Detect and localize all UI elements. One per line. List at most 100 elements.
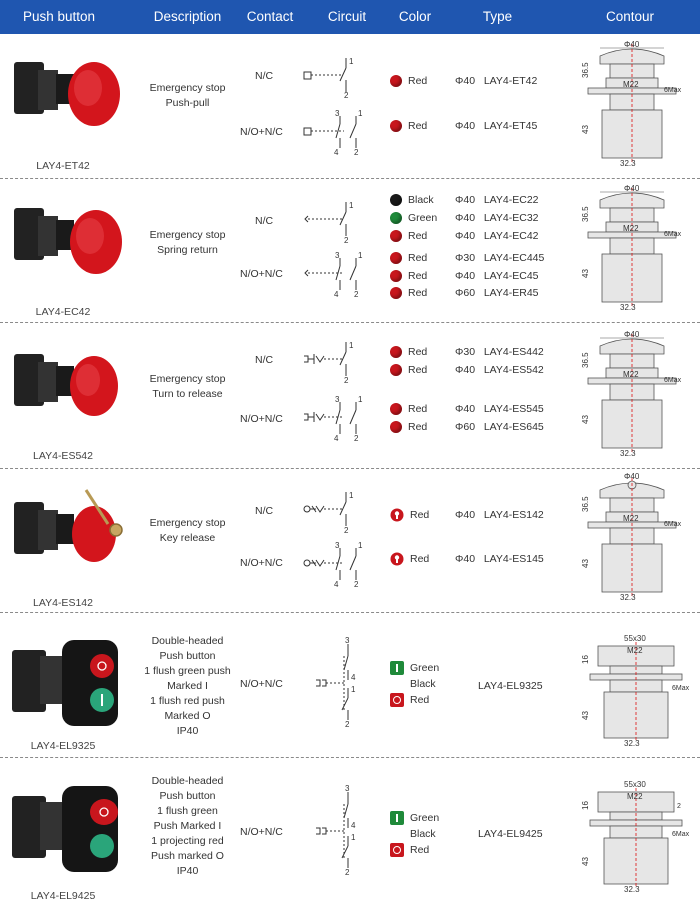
svg-text:Φ40: Φ40 bbox=[624, 40, 640, 49]
svg-text:3: 3 bbox=[345, 784, 350, 793]
svg-text:43: 43 bbox=[581, 125, 590, 134]
red-dot-icon bbox=[390, 230, 402, 243]
color-black: Black bbox=[410, 678, 436, 690]
svg-text:32.3: 32.3 bbox=[620, 303, 636, 312]
svg-text:6Max: 6Max bbox=[664, 87, 682, 94]
red-dot-icon bbox=[390, 421, 402, 434]
svg-text:M22: M22 bbox=[623, 80, 639, 89]
type-code: Φ30 LAY4-ES442 bbox=[455, 346, 544, 358]
type-code: Φ40 LAY4-ET42 bbox=[455, 75, 538, 87]
color-red: Red bbox=[390, 73, 427, 89]
header-push-button: Push button bbox=[22, 9, 96, 24]
svg-text:M22: M22 bbox=[627, 646, 643, 655]
svg-text:55x30: 55x30 bbox=[624, 634, 646, 643]
emergency-stop-photo bbox=[14, 62, 120, 126]
color-red-key: Red bbox=[390, 507, 429, 523]
row-divider bbox=[0, 322, 700, 323]
svg-text:32.3: 32.3 bbox=[624, 739, 640, 748]
svg-text:M22: M22 bbox=[623, 370, 639, 379]
contact-no-nc: N/O+N/C bbox=[240, 413, 283, 425]
header-circuit: Circuit bbox=[327, 9, 367, 24]
red-dot-icon bbox=[390, 287, 402, 300]
type-code: Φ40 LAY4-EC32 bbox=[455, 212, 539, 224]
header-type: Type bbox=[482, 9, 513, 24]
svg-text:2: 2 bbox=[354, 434, 359, 442]
circuit-double-symbol: 3 4 1 2 bbox=[316, 636, 356, 728]
contact-no-nc: N/O+N/C bbox=[240, 826, 283, 838]
double-headed-photo bbox=[12, 786, 118, 872]
circuit-nc-symbol: 1 2 bbox=[304, 201, 354, 244]
type-code: LAY4-EL9325 bbox=[478, 680, 543, 692]
svg-text:2: 2 bbox=[345, 720, 350, 728]
type-code: Φ40 LAY4-ES542 bbox=[455, 364, 544, 376]
emergency-stop-photo bbox=[14, 208, 122, 274]
svg-text:55x30: 55x30 bbox=[624, 780, 646, 789]
svg-text:2: 2 bbox=[677, 803, 681, 810]
row-divider bbox=[0, 612, 700, 613]
key-release-photo bbox=[14, 489, 123, 562]
red-dot-icon bbox=[390, 252, 402, 265]
svg-text:4: 4 bbox=[334, 434, 339, 442]
type-code: Φ40 LAY4-ES145 bbox=[455, 553, 544, 565]
red-dot-icon bbox=[390, 403, 402, 416]
svg-text:M22: M22 bbox=[623, 224, 639, 233]
table-header: Push button Description Contact Circuit … bbox=[0, 0, 700, 34]
color-red: Red bbox=[390, 362, 427, 378]
svg-text:Φ40: Φ40 bbox=[624, 184, 640, 193]
circuit-nc-symbol: 1 2 bbox=[303, 57, 354, 98]
svg-text:36.5: 36.5 bbox=[581, 352, 590, 368]
type-code: Φ60 LAY4-ER45 bbox=[455, 287, 539, 299]
color-red: Red bbox=[390, 419, 427, 435]
svg-text:16: 16 bbox=[581, 801, 590, 810]
contact-no-nc: N/O+N/C bbox=[240, 557, 283, 569]
type-code: Φ40 LAY4-ET45 bbox=[455, 120, 538, 132]
type-code: Φ40 LAY4-ES142 bbox=[455, 509, 544, 521]
color-green: Green bbox=[390, 660, 439, 676]
model-label: LAY4-ES542 bbox=[33, 450, 93, 462]
svg-text:43: 43 bbox=[581, 857, 590, 866]
type-code: Φ40 LAY4-EC22 bbox=[455, 194, 539, 206]
red-o-icon bbox=[390, 693, 404, 708]
svg-text:1: 1 bbox=[349, 491, 354, 500]
svg-text:6Max: 6Max bbox=[672, 831, 690, 838]
type-code: Φ60 LAY4-ES645 bbox=[455, 421, 544, 433]
svg-text:3: 3 bbox=[335, 109, 340, 118]
color-red-key: Red bbox=[390, 551, 429, 567]
black-dot-icon bbox=[390, 194, 402, 207]
svg-text:32.3: 32.3 bbox=[620, 159, 636, 168]
svg-text:3: 3 bbox=[335, 395, 340, 404]
color-red: Red bbox=[390, 401, 427, 417]
model-label: LAY4-EL9325 bbox=[30, 740, 96, 752]
red-o-icon bbox=[390, 843, 404, 858]
svg-text:6Max: 6Max bbox=[664, 231, 682, 238]
contact-nc: N/C bbox=[255, 70, 274, 82]
svg-text:32.3: 32.3 bbox=[620, 593, 636, 602]
type-code: Φ40 LAY4-EC45 bbox=[455, 270, 539, 282]
type-code: LAY4-EL9425 bbox=[478, 828, 543, 840]
header-color: Color bbox=[398, 9, 432, 24]
contour-drawing: Φ40 M22 32.3 6Max 36.5 43 bbox=[581, 330, 682, 458]
double-headed-photo bbox=[12, 640, 118, 726]
red-dot-icon bbox=[390, 120, 402, 133]
color-red: Red bbox=[390, 692, 439, 708]
svg-text:36.5: 36.5 bbox=[581, 496, 590, 512]
svg-text:2: 2 bbox=[344, 376, 349, 384]
color-red: Red bbox=[390, 344, 427, 360]
contour-drawing: 55x30 M22 2 32.3 6Max 16 43 bbox=[581, 780, 690, 894]
contour-drawing: Φ40 M22 32.3 6Max 36.5 43 bbox=[581, 184, 682, 312]
row-divider bbox=[0, 757, 700, 758]
color-black: Black bbox=[390, 192, 434, 208]
svg-text:4: 4 bbox=[334, 580, 339, 588]
svg-text:1: 1 bbox=[349, 57, 354, 66]
svg-text:1: 1 bbox=[358, 251, 363, 260]
green-dot-icon bbox=[390, 212, 402, 225]
svg-text:6Max: 6Max bbox=[664, 377, 682, 384]
contour-drawing: 55x30 M22 32.3 6Max 16 43 bbox=[581, 634, 690, 748]
